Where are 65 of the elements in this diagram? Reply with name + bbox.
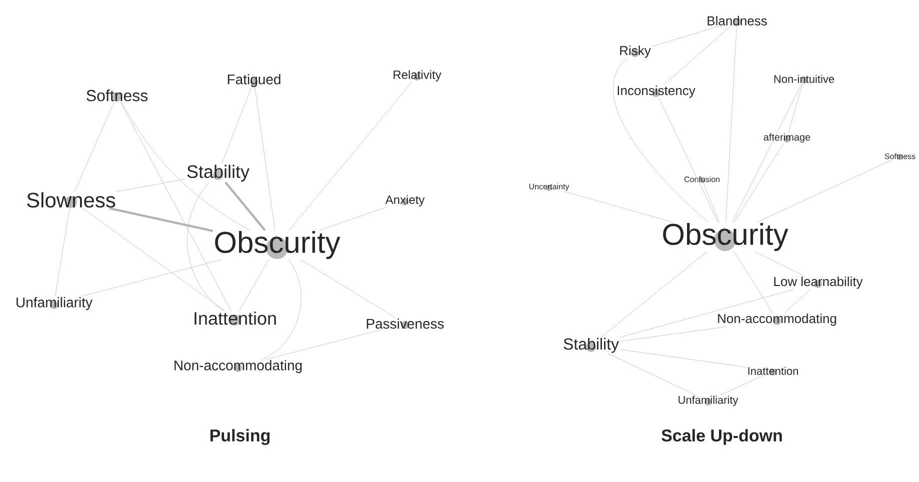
term-node: Obscurity [215,231,340,259]
link-line [224,182,266,231]
term-node: Softness [884,153,916,160]
link-line [82,208,226,312]
term-node: Unfamiliarity [16,297,92,310]
term-node: Relativity [394,70,442,82]
link-line [266,329,383,360]
term-node: Non-intuitive [774,74,834,84]
link-line [734,251,773,314]
term-node: Uncertainty [529,183,570,191]
link-line [600,251,708,338]
term-node: Inconsistency [618,86,696,98]
term-node: Softness [86,90,148,102]
link-line [720,375,763,396]
link-line [619,326,728,342]
term-node: afterimage [764,133,810,143]
link-line [784,289,811,314]
link-line [756,160,892,223]
link-line [74,102,114,192]
link-line [658,98,718,223]
link-line [732,83,802,223]
link-line [754,251,804,276]
link-line [120,102,250,231]
term-node: Unfamiliarity [678,396,738,406]
link-line [300,259,396,318]
term-node: Non-accommodating [174,360,302,374]
term-node: Obscurity [663,223,788,251]
link-line [221,88,252,164]
term-node: Stability [187,164,250,182]
link-line [619,349,747,368]
term-node: Inattention [748,366,798,376]
link-line [564,191,674,223]
link-line [109,207,214,232]
link-line [703,182,720,223]
term-node: Anxiety [385,195,425,206]
term-node: Non-accommodating [718,314,836,326]
panel-title: Pulsing [210,429,270,445]
link-line [81,259,222,297]
term-node: Blandness [708,16,767,26]
link-line [651,26,720,47]
link-line [319,206,388,231]
term-node: Risky [620,46,651,58]
link-line [54,208,70,297]
link-line [261,259,302,360]
term-node: Stability [564,338,619,353]
link-line [187,182,224,312]
term-node: Low learnability [774,276,863,289]
term-node: Passiveness [366,318,444,329]
link-line [612,58,708,223]
term-node: Confusion [684,176,720,183]
link-line [288,82,412,231]
term-node: Inattention [194,312,276,326]
panel-title: Scale Up-down [662,429,782,445]
link-line [116,178,186,192]
link-line [734,143,784,223]
link-line [238,259,269,312]
link-line [120,102,232,312]
link-line [788,83,803,133]
link-line [619,289,794,338]
term-node: Fatigued [228,74,280,88]
link-line [726,26,737,223]
link-line [663,26,731,86]
link-line [254,88,276,231]
link-line [608,353,696,396]
term-node: Slowness [27,192,116,208]
